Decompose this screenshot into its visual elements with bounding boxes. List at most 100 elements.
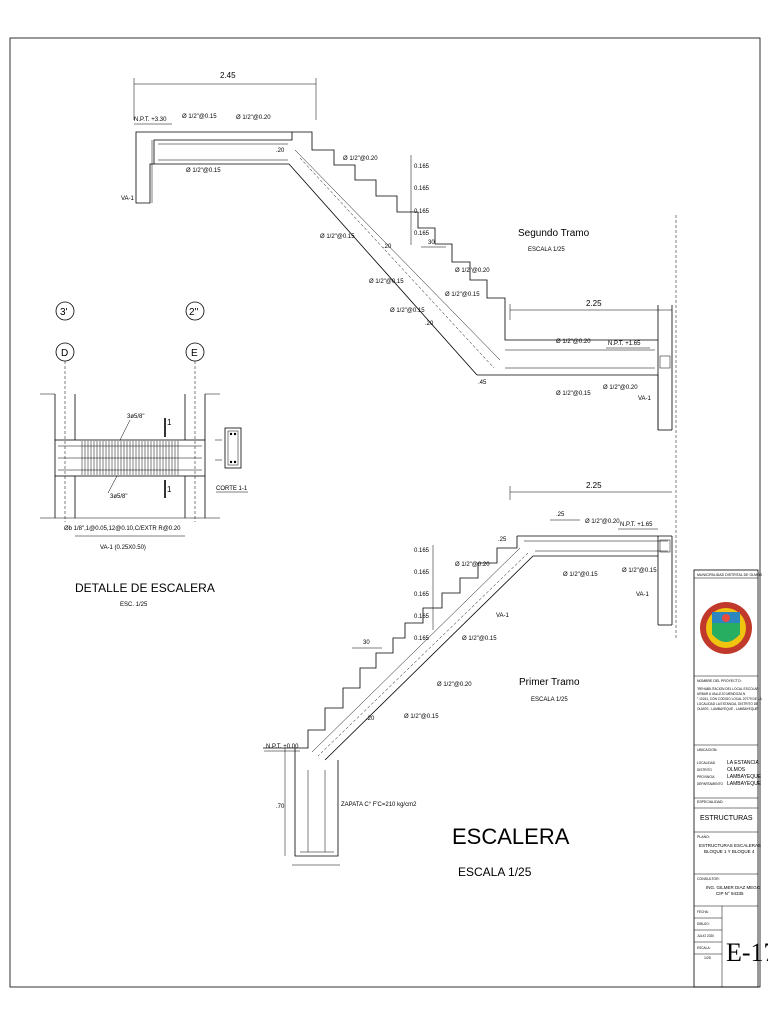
segundo-npt-top: N.P.T. +3.30 (134, 117, 167, 123)
consultant-line: ING. GILMER DIAZ MEGO (706, 885, 761, 890)
rebar-label: Ø 1/2"@0.15 (186, 168, 221, 174)
location-value: OLMOS (727, 767, 746, 773)
rebar-label: Ø 1/2"@0.20 (603, 385, 638, 391)
axis-bubble (55, 301, 75, 321)
footing-height: .70 (276, 804, 285, 810)
axis-e-label: E (191, 348, 198, 359)
tread-dim: 30 (428, 240, 435, 246)
segundo-landing-dim: 2.25 (586, 299, 602, 308)
location-value: LAMBAYEQUE (727, 774, 762, 780)
rebar-label: Ø 1/2"@0.15 (563, 572, 598, 578)
beam-label: VA-1 (0.25X0.50) (100, 545, 146, 551)
rebar-label: Ø 1/2"@0.20 (236, 115, 271, 121)
location-value: LA ESTANCIA (727, 760, 760, 766)
block-row: ESCALA: (697, 946, 711, 950)
plan-line: BLOQUE 1 Y BLOQUE 4 (704, 849, 755, 854)
rebar-label: Ø 1/2"@0.20 (556, 339, 591, 345)
primer-beam-2: VA-1 (496, 613, 510, 619)
specialty: ESTRUCTURAS (700, 815, 753, 822)
thickness-label: .20 (425, 321, 434, 327)
project-line: "REHABILITACION DEL LOCAL ESCOLAR (697, 687, 759, 691)
primer-npt-base: N.P.T. +0.00 (266, 744, 299, 750)
plan-line: ESTRUCTURAS ESCALERAS (699, 843, 761, 848)
primer-beam: VA-1 (636, 592, 650, 598)
rebar-label: Ø 1/2"@0.15 (462, 636, 497, 642)
rebar-label: Ø 1/2"@0.20 (437, 682, 472, 688)
rebar-label: Ø 1/2"@0.20 (455, 562, 490, 568)
tread-dim: .25 (498, 537, 507, 543)
rebar-label: Ø 1/2"@0.15 (320, 234, 355, 240)
axis-3-label: 3' (60, 307, 68, 318)
block-row: JULIO 2020 (697, 934, 714, 938)
primer-npt-top: N.P.T. +1.65 (620, 522, 653, 528)
sheet-border (9, 37, 761, 988)
detalle-title: DETALLE DE ESCALERA (75, 581, 215, 595)
riser-dim: 0.165 (414, 209, 430, 215)
segundo-tramo-scale: ESCALA 1/25 (528, 247, 565, 253)
main-scale: ESCALA 1/25 (458, 865, 532, 879)
specialty-label: ESPECIALIDAD: (697, 800, 723, 804)
riser-dim: 0.165 (414, 614, 430, 620)
thickness-label: .20 (276, 148, 285, 154)
rebar-label: Ø 1/2"@0.20 (343, 156, 378, 162)
block-row: 1/25 (704, 956, 711, 960)
segundo-tramo-title: Segundo Tramo (518, 228, 590, 239)
segundo-npt-landing: N.P.T. +1.65 (608, 341, 641, 347)
primer-tramo-title: Primer Tramo (519, 677, 580, 688)
riser-dim: 0.165 (414, 570, 430, 576)
riser-dim: 0.165 (414, 186, 430, 192)
location-label: UBICACION: (697, 748, 717, 752)
location-value: LAMBAYEQUE (727, 781, 762, 787)
rebar-label: Ø 1/2"@0.15 (182, 114, 217, 120)
primer-tramo-scale: ESCALA 1/25 (531, 697, 568, 703)
detalle-escalera: 3' 2'' D E 3ø5/8" 3ø5/8" 1 1 (40, 301, 248, 608)
entity-label: MUNICIPALIDAD DISTRITAL DE OLMOS (697, 573, 763, 577)
rebar-label: Ø 1/2"@0.20 (455, 268, 490, 274)
segundo-tramo: 2.45 N.P.T. +3.30 VA-1 Ø 1/2"@0.15 Ø 1/2… (121, 71, 673, 431)
consultant-label: CONSULTOR: (697, 877, 720, 881)
thickness-label: .20 (383, 244, 392, 250)
segundo-beam-landing: VA-1 (638, 396, 652, 402)
tread-dim: .25 (556, 512, 565, 518)
location-key: PROVINCIA (697, 775, 715, 779)
location-key: LOCALIDAD (697, 761, 716, 765)
plan-label: PLANO: (697, 835, 710, 839)
location-key: DISTRITO (697, 768, 712, 772)
riser-dim: 0.165 (414, 231, 430, 237)
rebar-label: Ø 1/2"@0.20 (585, 519, 620, 525)
segundo-beam-top: VA-1 (121, 196, 135, 202)
rebar-label: Ø 1/2"@0.15 (390, 308, 425, 314)
footing-label: ZAPATA C° F'C=210 kg/cm2 (341, 802, 417, 808)
riser-dim: 0.165 (414, 548, 430, 554)
rebar-label: Ø 1/2"@0.15 (369, 279, 404, 285)
primer-tramo: 2.25 N.P.T. +1.65 .25 VA-1 Ø 1/2"@0.20 Ø… (263, 481, 673, 866)
thickness-label: .20 (366, 716, 375, 722)
riser-dim: 0.165 (414, 592, 430, 598)
rebar-label: Ø 1/2"@0.15 (404, 714, 439, 720)
sheet-number: E-17 (726, 938, 768, 967)
title-block: MUNICIPALIDAD DISTRITAL DE OLMOS NOMBRE … (693, 569, 768, 988)
axis-2-label: 2'' (189, 307, 198, 318)
block-row: FECHA: (697, 910, 709, 914)
project-line: LOCALIDAD LA ESTANCIA, DISTRITO DE (697, 702, 758, 706)
foot-dim: .45 (478, 380, 487, 386)
rebar-label: Ø 1/2"@0.15 (622, 568, 657, 574)
cut-label: CORTE 1-1 (216, 486, 248, 492)
project-label: NOMBRE DEL PROYECTO: (697, 679, 742, 683)
municipal-seal-logo (700, 602, 752, 654)
rebar-label: Ø 1/2"@0.15 (445, 292, 480, 298)
detalle-scale: ESC. 1/25 (120, 602, 148, 608)
stirrups-label: Øb 1/8",1@0.05,12@0.10,C/EXTR R@0.20 (64, 526, 181, 532)
location-key: DEPARTAMENTO (697, 782, 723, 786)
project-line: OLMOS - LAMBAYEQUE - LAMBAYEQUE" (697, 707, 759, 711)
project-line: URBAR A VALLEJO MENDOZA N (697, 692, 746, 696)
stirrup-ticks (81, 441, 179, 475)
project-line: ° 10241, CON CODIGO LOCAL 20779 DE LA (697, 697, 763, 701)
cut-marker: 1 (167, 485, 172, 494)
primer-top-dim: 2.25 (586, 481, 602, 490)
axis-d-label: D (61, 348, 68, 359)
bars-bottom-label: 3ø5/8" (110, 494, 127, 500)
riser-dim: 0.165 (414, 164, 430, 170)
consultant-line: CIP N° 94335 (716, 891, 744, 896)
